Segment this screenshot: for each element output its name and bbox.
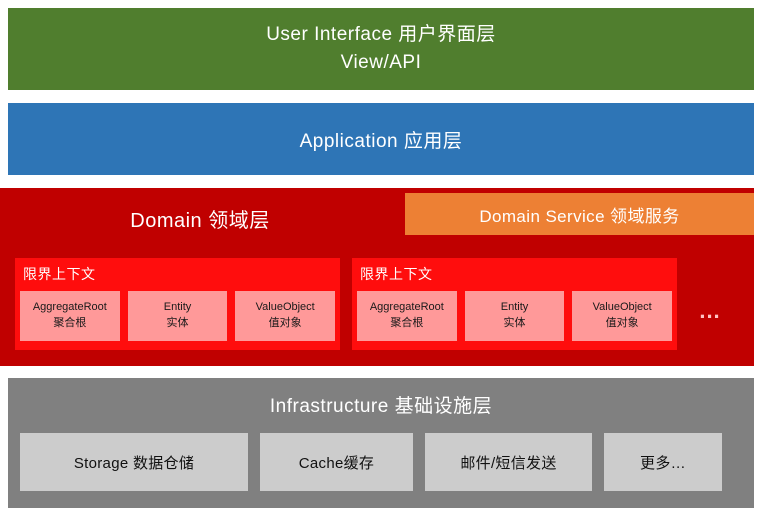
block-cn-label: 值对象 (605, 317, 639, 329)
block-cn-label: 聚合根 (53, 317, 87, 329)
infrastructure-item-label: 更多… (640, 454, 686, 472)
block-aggregate-root: AggregateRoot 聚合根 (357, 291, 457, 341)
layer-infrastructure: Infrastructure 基础设施层 Storage 数据仓储 Cache缓… (8, 378, 754, 508)
block-en-label: ValueObject (255, 301, 315, 314)
block-en-label: AggregateRoot (32, 301, 107, 314)
block-en-label: AggregateRoot (369, 301, 444, 314)
bounded-context-label: 限界上下文 (23, 266, 96, 282)
layer-application: Application 应用层 (8, 103, 754, 175)
block-cn-label: 值对象 (268, 317, 302, 329)
block-cn-label: 实体 (166, 317, 189, 329)
infrastructure-items: Storage 数据仓储 Cache缓存 邮件/短信发送 更多… (20, 433, 732, 491)
user-interface-title: User Interface 用户界面层 (266, 23, 496, 45)
infrastructure-title: Infrastructure 基础设施层 (269, 396, 493, 417)
domain-service-label: Domain Service 领域服务 (479, 206, 680, 226)
infrastructure-item-more: 更多… (604, 433, 722, 491)
domain-service-box: Domain Service 领域服务 (405, 193, 754, 235)
infrastructure-item-label: Cache缓存 (298, 454, 375, 472)
more-bounded-contexts-ellipsis: ... (699, 298, 721, 323)
block-value-object: ValueObject 值对象 (572, 291, 673, 341)
infrastructure-item-mail-sms: 邮件/短信发送 (425, 433, 592, 491)
infrastructure-item-label: Storage 数据仓储 (73, 454, 195, 472)
block-cn-label: 实体 (503, 317, 526, 329)
block-en-label: ValueObject (592, 301, 652, 314)
infrastructure-item-label: 邮件/短信发送 (460, 454, 557, 472)
bounded-context-label: 限界上下文 (360, 266, 433, 282)
block-value-object: ValueObject 值对象 (235, 291, 336, 341)
user-interface-subtitle: View/API (340, 52, 422, 73)
bounded-context-blocks: AggregateRoot 聚合根 Entity 实体 ValueObject … (20, 291, 336, 341)
bounded-context-2: 限界上下文 AggregateRoot 聚合根 Entity 实体 ValueO… (352, 258, 677, 350)
layer-domain: Domain 领域层 Domain Service 领域服务 限界上下文 Agg… (0, 188, 754, 366)
bounded-context-1: 限界上下文 AggregateRoot 聚合根 Entity 实体 ValueO… (15, 258, 340, 350)
block-en-label: Entity (500, 301, 529, 314)
block-entity: Entity 实体 (464, 291, 565, 341)
layer-user-interface: User Interface 用户界面层 View/API (8, 8, 754, 90)
bounded-context-blocks: AggregateRoot 聚合根 Entity 实体 ValueObject … (357, 291, 673, 341)
block-entity: Entity 实体 (127, 291, 228, 341)
block-en-label: Entity (163, 301, 192, 314)
domain-title: Domain 领域层 (130, 209, 270, 232)
application-title: Application 应用层 (299, 130, 463, 152)
infrastructure-item-cache: Cache缓存 (260, 433, 413, 491)
infrastructure-item-storage: Storage 数据仓储 (20, 433, 248, 491)
block-cn-label: 聚合根 (390, 317, 424, 329)
block-aggregate-root: AggregateRoot 聚合根 (20, 291, 120, 341)
